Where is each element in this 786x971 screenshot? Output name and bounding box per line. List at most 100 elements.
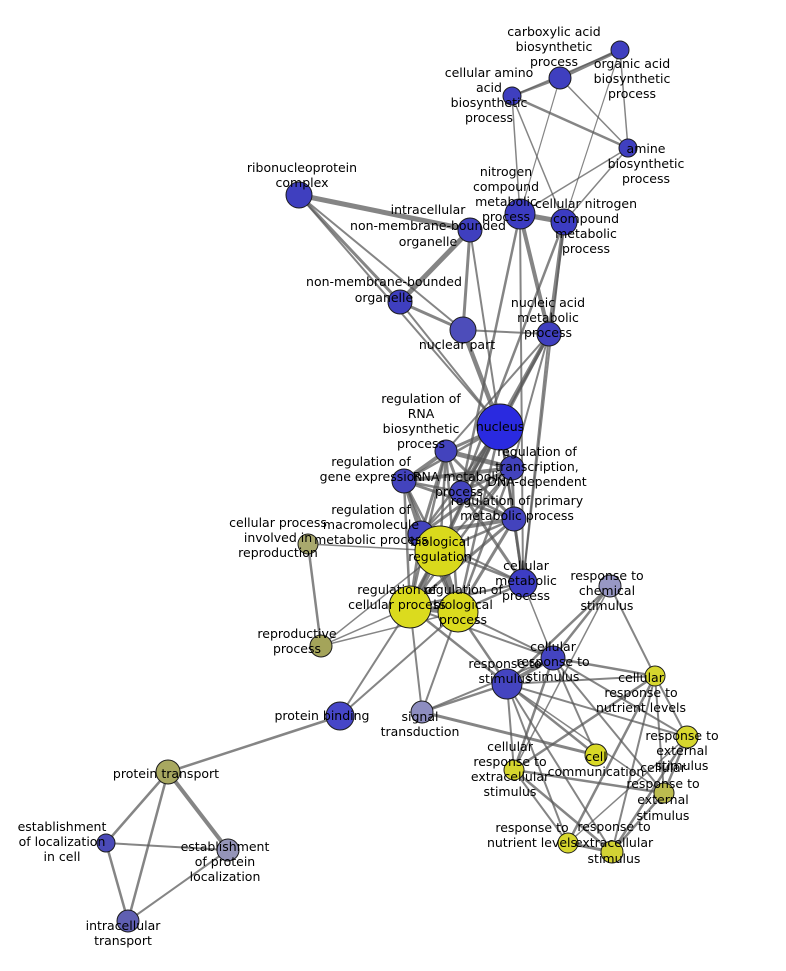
edge-cellular-response-nutrient-levels--cellular-response-extracellular-stimulus [512,674,657,772]
node-non-membrane-bounded-organelle[interactable] [387,289,413,315]
node-establishment-protein-localization[interactable] [216,838,240,862]
node-protein-binding[interactable] [325,701,355,731]
node-rna-metabolic[interactable] [449,480,473,504]
label-protein-transport: protein transport [113,766,219,781]
edge-regulation-transcription-dna-dependent--regulation-biological-process [456,466,514,614]
edge-cellular-process-involved-in-reproduction--reproductive-process [306,542,323,648]
edge-protein-transport--intracellular-transport [126,770,170,923]
node-response-chemical-stimulus[interactable] [598,574,622,598]
node-nuclear-part[interactable] [449,316,477,344]
node-cellular-amino-acid-biosynthetic[interactable] [502,86,522,106]
node-establishment-localization-in-cell[interactable] [96,833,116,853]
edge-regulation-cellular-process--protein-binding [339,606,411,717]
node-nitrogen-compound-metabolic[interactable] [504,198,536,230]
edge-nitrogen-compound-metabolic--rna-metabolic [459,212,522,494]
edge-cellular-amino-acid-biosynthetic--amine-biosynthetic [510,94,630,150]
node-regulation-transcription-dna-dependent[interactable] [499,455,525,481]
edge-cellular-response-nutrient-levels--response-extracellular-stimulus [611,675,656,853]
edge-establishment-localization-in-cell--establishment-protein-localization [105,842,229,851]
edge-regulation-biological-process--protein-binding [339,611,459,717]
label-nucleus: nucleus [476,419,524,434]
node-biological-regulation[interactable] [414,525,466,577]
edge-cellular-response-stimulus--cellular-response-nutrient-levels [551,656,657,678]
node-organic-acid-biosynthetic[interactable] [610,40,630,60]
node-nucleus[interactable] [476,403,524,451]
node-cellular-response-nutrient-levels[interactable] [644,665,666,687]
edge-nucleic-acid-metabolic--cellular-metabolic [522,333,550,584]
edge-cellular-response-stimulus--cellular-response-extracellular-stimulus [512,656,555,772]
node-cellular-metabolic[interactable] [508,568,538,598]
node-regulation-primary-metabolic[interactable] [501,506,527,532]
node-cellular-response-stimulus[interactable] [540,645,566,671]
node-cellular-response-external-stimulus[interactable] [653,782,675,804]
edge-ribonucleoprotein-complex--intracellular-non-membrane-bounded-organelle [296,192,473,233]
node-response-extracellular-stimulus[interactable] [600,840,624,864]
node-cellular-nitrogen-compound-metabolic[interactable] [550,208,578,236]
edge-amine-biosynthetic--nitrogen-compound-metabolic [519,147,629,215]
edge-protein-binding--protein-transport [166,714,342,774]
edge-cellular-response-stimulus--cellular-response-external-stimulus [552,657,665,794]
node-regulation-biological-process[interactable] [437,591,479,633]
edge-non-membrane-bounded-organelle--nucleus [399,301,501,428]
edge-ribonucleoprotein-complex--nuclear-part [298,194,464,331]
node-response-stimulus[interactable] [491,668,523,700]
node-carboxylic-acid-biosynthetic[interactable] [548,66,572,90]
node-reproductive-process[interactable] [309,634,333,658]
edge-ribonucleoprotein-complex--non-membrane-bounded-organelle [297,193,402,304]
node-ribonucleoprotein-complex[interactable] [285,181,313,209]
node-response-external-stimulus[interactable] [675,725,699,749]
node-regulation-cellular-process[interactable] [388,585,432,629]
node-signal-transduction[interactable] [410,700,434,724]
edge-protein-transport--establishment-localization-in-cell [104,770,170,845]
node-cellular-response-extracellular-stimulus[interactable] [503,759,525,781]
edge-cellular-amino-acid-biosynthetic--nitrogen-compound-metabolic [511,95,521,215]
node-nucleic-acid-metabolic[interactable] [536,321,562,347]
edge-nucleic-acid-metabolic--regulation-rna-biosynthetic [445,333,550,452]
node-regulation-rna-biosynthetic[interactable] [434,439,458,463]
node-response-nutrient-levels[interactable] [557,832,579,854]
edge-cellular-response-stimulus--response-chemical-stimulus [551,584,612,660]
edge-cellular-response-stimulus--cell-communication [552,657,597,756]
edge-response-stimulus--response-chemical-stimulus [505,584,612,686]
node-cellular-process-involved-in-reproduction[interactable] [297,533,319,555]
edge-establishment-protein-localization--intracellular-transport [127,849,229,922]
node-intracellular-transport[interactable] [116,909,140,933]
edge-cellular-response-stimulus--response-external-stimulus [552,657,688,738]
edge-amine-biosynthetic--cellular-nitrogen-compound-metabolic [563,147,629,223]
edge-protein-transport--establishment-protein-localization [166,770,230,852]
node-regulation-gene-expression[interactable] [391,468,417,494]
label-nuclear-part: nuclear part [419,337,495,352]
node-cell-communication[interactable] [584,743,608,767]
edge-intracellular-non-membrane-bounded-organelle--nuclear-part [461,228,472,332]
node-amine-biosynthetic[interactable] [618,138,638,158]
edge-intracellular-non-membrane-bounded-organelle--non-membrane-bounded-organelle [397,227,473,305]
node-protein-transport[interactable] [155,759,181,785]
node-intracellular-non-membrane-bounded-organelle[interactable] [457,217,483,243]
